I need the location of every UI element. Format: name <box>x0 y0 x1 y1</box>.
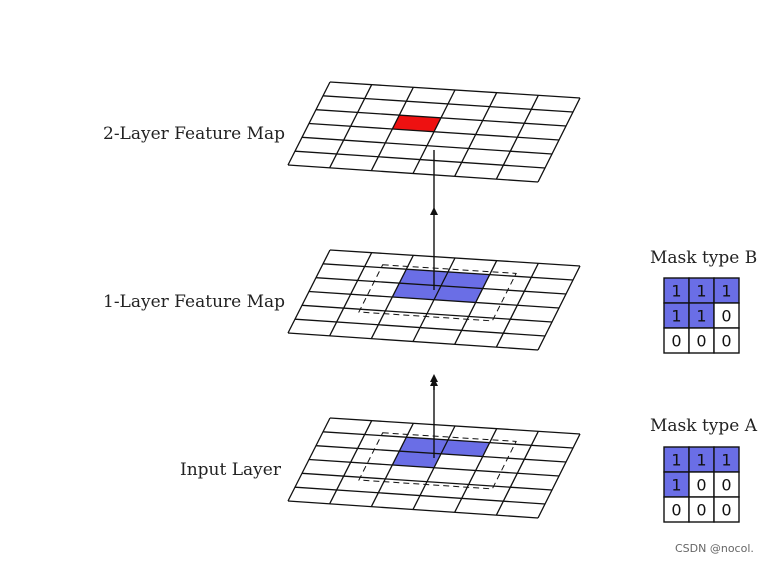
grid-line-col <box>537 433 581 519</box>
mask-cell <box>688 277 715 304</box>
mask-cell-value: 1 <box>721 451 731 470</box>
grid-line-row <box>287 164 539 183</box>
mask-cell-value: 0 <box>721 476 731 495</box>
grid-line-col <box>537 265 581 351</box>
grid-line-row <box>301 472 553 491</box>
mask-cell-value: 0 <box>721 501 731 520</box>
mask-cell <box>688 302 715 329</box>
mask-cell-value: 0 <box>671 501 681 520</box>
mask-cell <box>713 277 740 304</box>
layer-label-2: 2-Layer Feature Map <box>103 124 285 144</box>
mask-cell-value: 1 <box>721 282 731 301</box>
mask-cell-value: 1 <box>671 307 681 326</box>
mask-cell <box>688 496 715 523</box>
grid-line-row <box>287 332 539 351</box>
layer-label-1: 1-Layer Feature Map <box>103 292 285 312</box>
mask-cell-value: 1 <box>671 476 681 495</box>
mask-cell-value: 0 <box>696 501 706 520</box>
mask-cell <box>663 471 690 498</box>
mask-cell-value: 0 <box>696 476 706 495</box>
mask-cell-value: 0 <box>721 332 731 351</box>
mask-b-title: Mask type B <box>650 248 757 268</box>
mask-a-title: Mask type A <box>650 416 758 436</box>
grid-line-col <box>537 97 581 183</box>
mask-cell <box>663 327 690 354</box>
watermark: CSDN @nocol. <box>675 542 754 555</box>
mask-cell <box>713 327 740 354</box>
feature-map-1-grid <box>287 249 581 351</box>
mask-cell <box>713 446 740 473</box>
grid-line-row <box>294 150 546 169</box>
grid-line-row <box>294 318 546 337</box>
grid-line-row <box>301 304 553 323</box>
mask-cell <box>713 302 740 329</box>
mask-cell-value: 1 <box>671 451 681 470</box>
input-layer-grid <box>287 417 581 519</box>
mask-cell <box>688 471 715 498</box>
mask-cell-value: 0 <box>721 307 731 326</box>
output-cell <box>392 115 441 132</box>
active-cells-middle <box>392 451 441 468</box>
mask-cell-value: 1 <box>671 282 681 301</box>
mask-cell <box>688 446 715 473</box>
mask-cell <box>663 302 690 329</box>
mask-cell-value: 0 <box>696 332 706 351</box>
mask-cell <box>663 496 690 523</box>
mask-cell <box>713 496 740 523</box>
grid-line-row <box>294 486 546 505</box>
mask-cell-value: 1 <box>696 282 706 301</box>
mask-cell <box>663 277 690 304</box>
layer-label-input: Input Layer <box>180 460 282 480</box>
grid-line-row <box>287 500 539 519</box>
mask-cell-value: 1 <box>696 451 706 470</box>
feature-map-2-grid <box>287 81 581 183</box>
mask-cell-value: 1 <box>696 307 706 326</box>
mask-cell-value: 0 <box>671 332 681 351</box>
grid-line-row <box>301 136 553 155</box>
